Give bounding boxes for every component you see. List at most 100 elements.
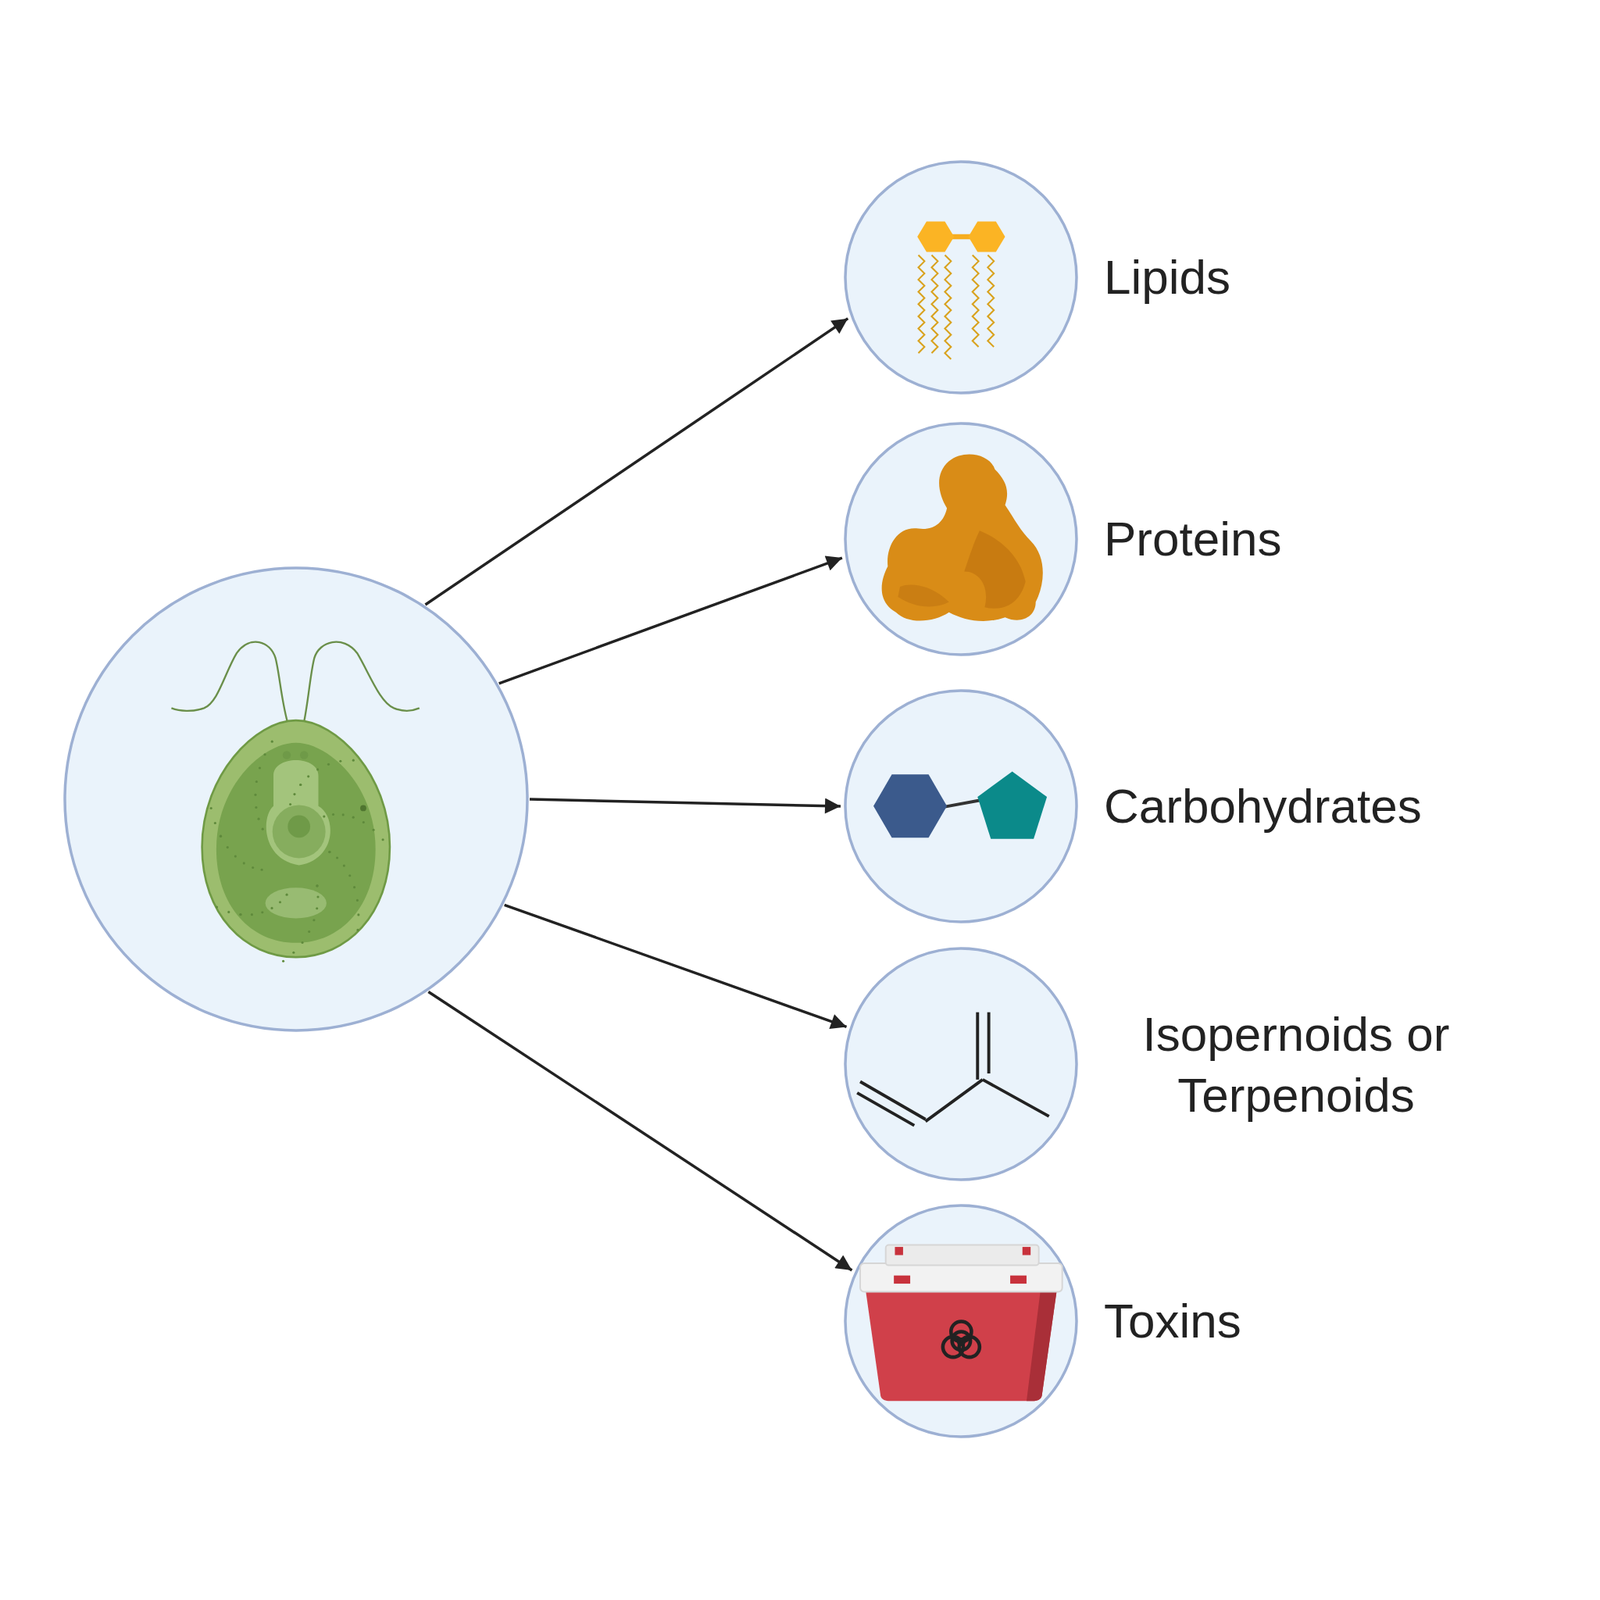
product-circle: Carbohydrates xyxy=(843,689,1079,924)
cell-texture-dot xyxy=(251,866,254,869)
source-cell-circle xyxy=(63,566,529,1033)
cell-texture-dot xyxy=(215,905,218,908)
label-box: Isopernoids or Terpenoids xyxy=(1108,1003,1484,1125)
container-lid xyxy=(860,1263,1063,1293)
protein-shade xyxy=(964,530,1025,609)
cell-texture-dot xyxy=(328,850,331,854)
cell-texture-dot xyxy=(312,918,315,922)
protein-shade xyxy=(897,585,949,608)
bond xyxy=(975,1012,979,1080)
arrow-connector xyxy=(425,318,848,605)
cell-texture-dot xyxy=(335,856,339,859)
circle-outline xyxy=(843,1203,1079,1439)
eyespot xyxy=(360,805,367,812)
circle-outline xyxy=(843,689,1079,924)
cell-texture-dot xyxy=(352,816,355,819)
label-box: Carbohydrates xyxy=(1103,775,1422,837)
lid-tab xyxy=(1010,1275,1027,1284)
cell-texture-dot xyxy=(227,910,230,914)
eyespot xyxy=(282,750,291,759)
cell-texture-dot xyxy=(353,885,356,889)
cell-texture-dot xyxy=(255,780,258,783)
cell-texture-dot xyxy=(356,928,359,932)
cell-texture-dot xyxy=(210,807,213,810)
bond xyxy=(987,1012,991,1074)
circle-outline xyxy=(843,160,1079,395)
cell-texture-dot xyxy=(327,763,330,766)
cell-texture-dot xyxy=(254,806,258,809)
cell-texture-dot xyxy=(342,813,345,816)
cell-texture-dot xyxy=(278,900,282,904)
product-circle: Toxins xyxy=(843,1203,1079,1439)
circle-outline xyxy=(63,566,529,1033)
arrow-connector xyxy=(428,991,852,1271)
cell-texture-dot xyxy=(257,817,261,821)
biohazard-lobe xyxy=(959,1336,980,1358)
cell-texture-dot xyxy=(315,907,318,910)
circle-shape xyxy=(845,161,1077,393)
cell-texture-dot xyxy=(339,760,342,763)
cell-texture-dot xyxy=(219,835,222,838)
cell-texture-dot xyxy=(261,828,265,831)
cell-texture-dot xyxy=(239,913,242,916)
cell-texture-dot xyxy=(356,899,359,902)
cell-texture-dot xyxy=(242,861,246,865)
eyespot xyxy=(300,750,308,759)
cell-texture-dot xyxy=(292,951,295,954)
lid-tab xyxy=(894,1246,903,1255)
cell-texture-dot xyxy=(270,907,273,910)
cell-texture-dot xyxy=(322,814,325,818)
lid-tab xyxy=(893,1275,911,1284)
product-label: Carbohydrates xyxy=(1103,775,1422,837)
circle-shape xyxy=(64,567,528,1031)
cell-texture-dot xyxy=(332,813,335,816)
arrow-connector xyxy=(504,904,847,1027)
product-label: Isopernoids or Terpenoids xyxy=(1108,1003,1484,1125)
cell-texture-dot xyxy=(316,767,319,771)
cell-texture-dot xyxy=(362,821,365,824)
cell-texture-dot xyxy=(271,740,274,743)
nucleus-region xyxy=(266,760,331,866)
nucleolus xyxy=(287,815,311,839)
label-box: Lipids xyxy=(1103,246,1231,308)
cell-texture-dot xyxy=(316,895,319,898)
cell-texture xyxy=(210,740,385,963)
circle-outline xyxy=(843,946,1079,1182)
cell-texture-dot xyxy=(300,941,304,944)
cell-texture-dot xyxy=(299,783,302,786)
pyrenoid xyxy=(265,887,327,918)
cell-texture-dot xyxy=(299,783,302,786)
cell-texture-dot xyxy=(328,850,331,854)
cell-texture-dot xyxy=(285,893,289,897)
cell-texture-dot xyxy=(342,864,346,868)
cell-texture-dot xyxy=(372,828,375,832)
cell-texture-dot xyxy=(260,910,264,914)
cell-texture-dot xyxy=(226,846,229,849)
product-circle: Isopernoids or Terpenoids xyxy=(843,946,1079,1182)
cell-texture-dot xyxy=(315,884,318,887)
lid-top xyxy=(885,1244,1040,1265)
product-label: Proteins xyxy=(1103,508,1282,570)
circle-outline xyxy=(843,421,1079,657)
arrow-connector xyxy=(529,799,841,807)
cell-texture-dot xyxy=(307,930,311,933)
cell-texture-dot xyxy=(263,753,266,756)
arrow-connector xyxy=(499,557,843,684)
cell-texture-dot xyxy=(258,766,261,769)
cell-texture-dot xyxy=(382,838,385,841)
label-box: Toxins xyxy=(1103,1290,1242,1352)
cell-texture-dot xyxy=(214,821,217,825)
cell-texture-dot xyxy=(289,803,292,806)
product-label: Lipids xyxy=(1103,246,1231,308)
cell-texture-dot xyxy=(250,913,254,916)
product-circle: Proteins xyxy=(843,421,1079,657)
circle-shape xyxy=(845,423,1077,655)
lid-tab xyxy=(1022,1246,1031,1255)
cell-texture-dot xyxy=(219,835,222,838)
cell-texture-dot xyxy=(253,793,257,797)
product-label: Toxins xyxy=(1103,1290,1242,1352)
cell-texture-dot xyxy=(234,855,237,858)
circle-shape xyxy=(845,948,1077,1180)
